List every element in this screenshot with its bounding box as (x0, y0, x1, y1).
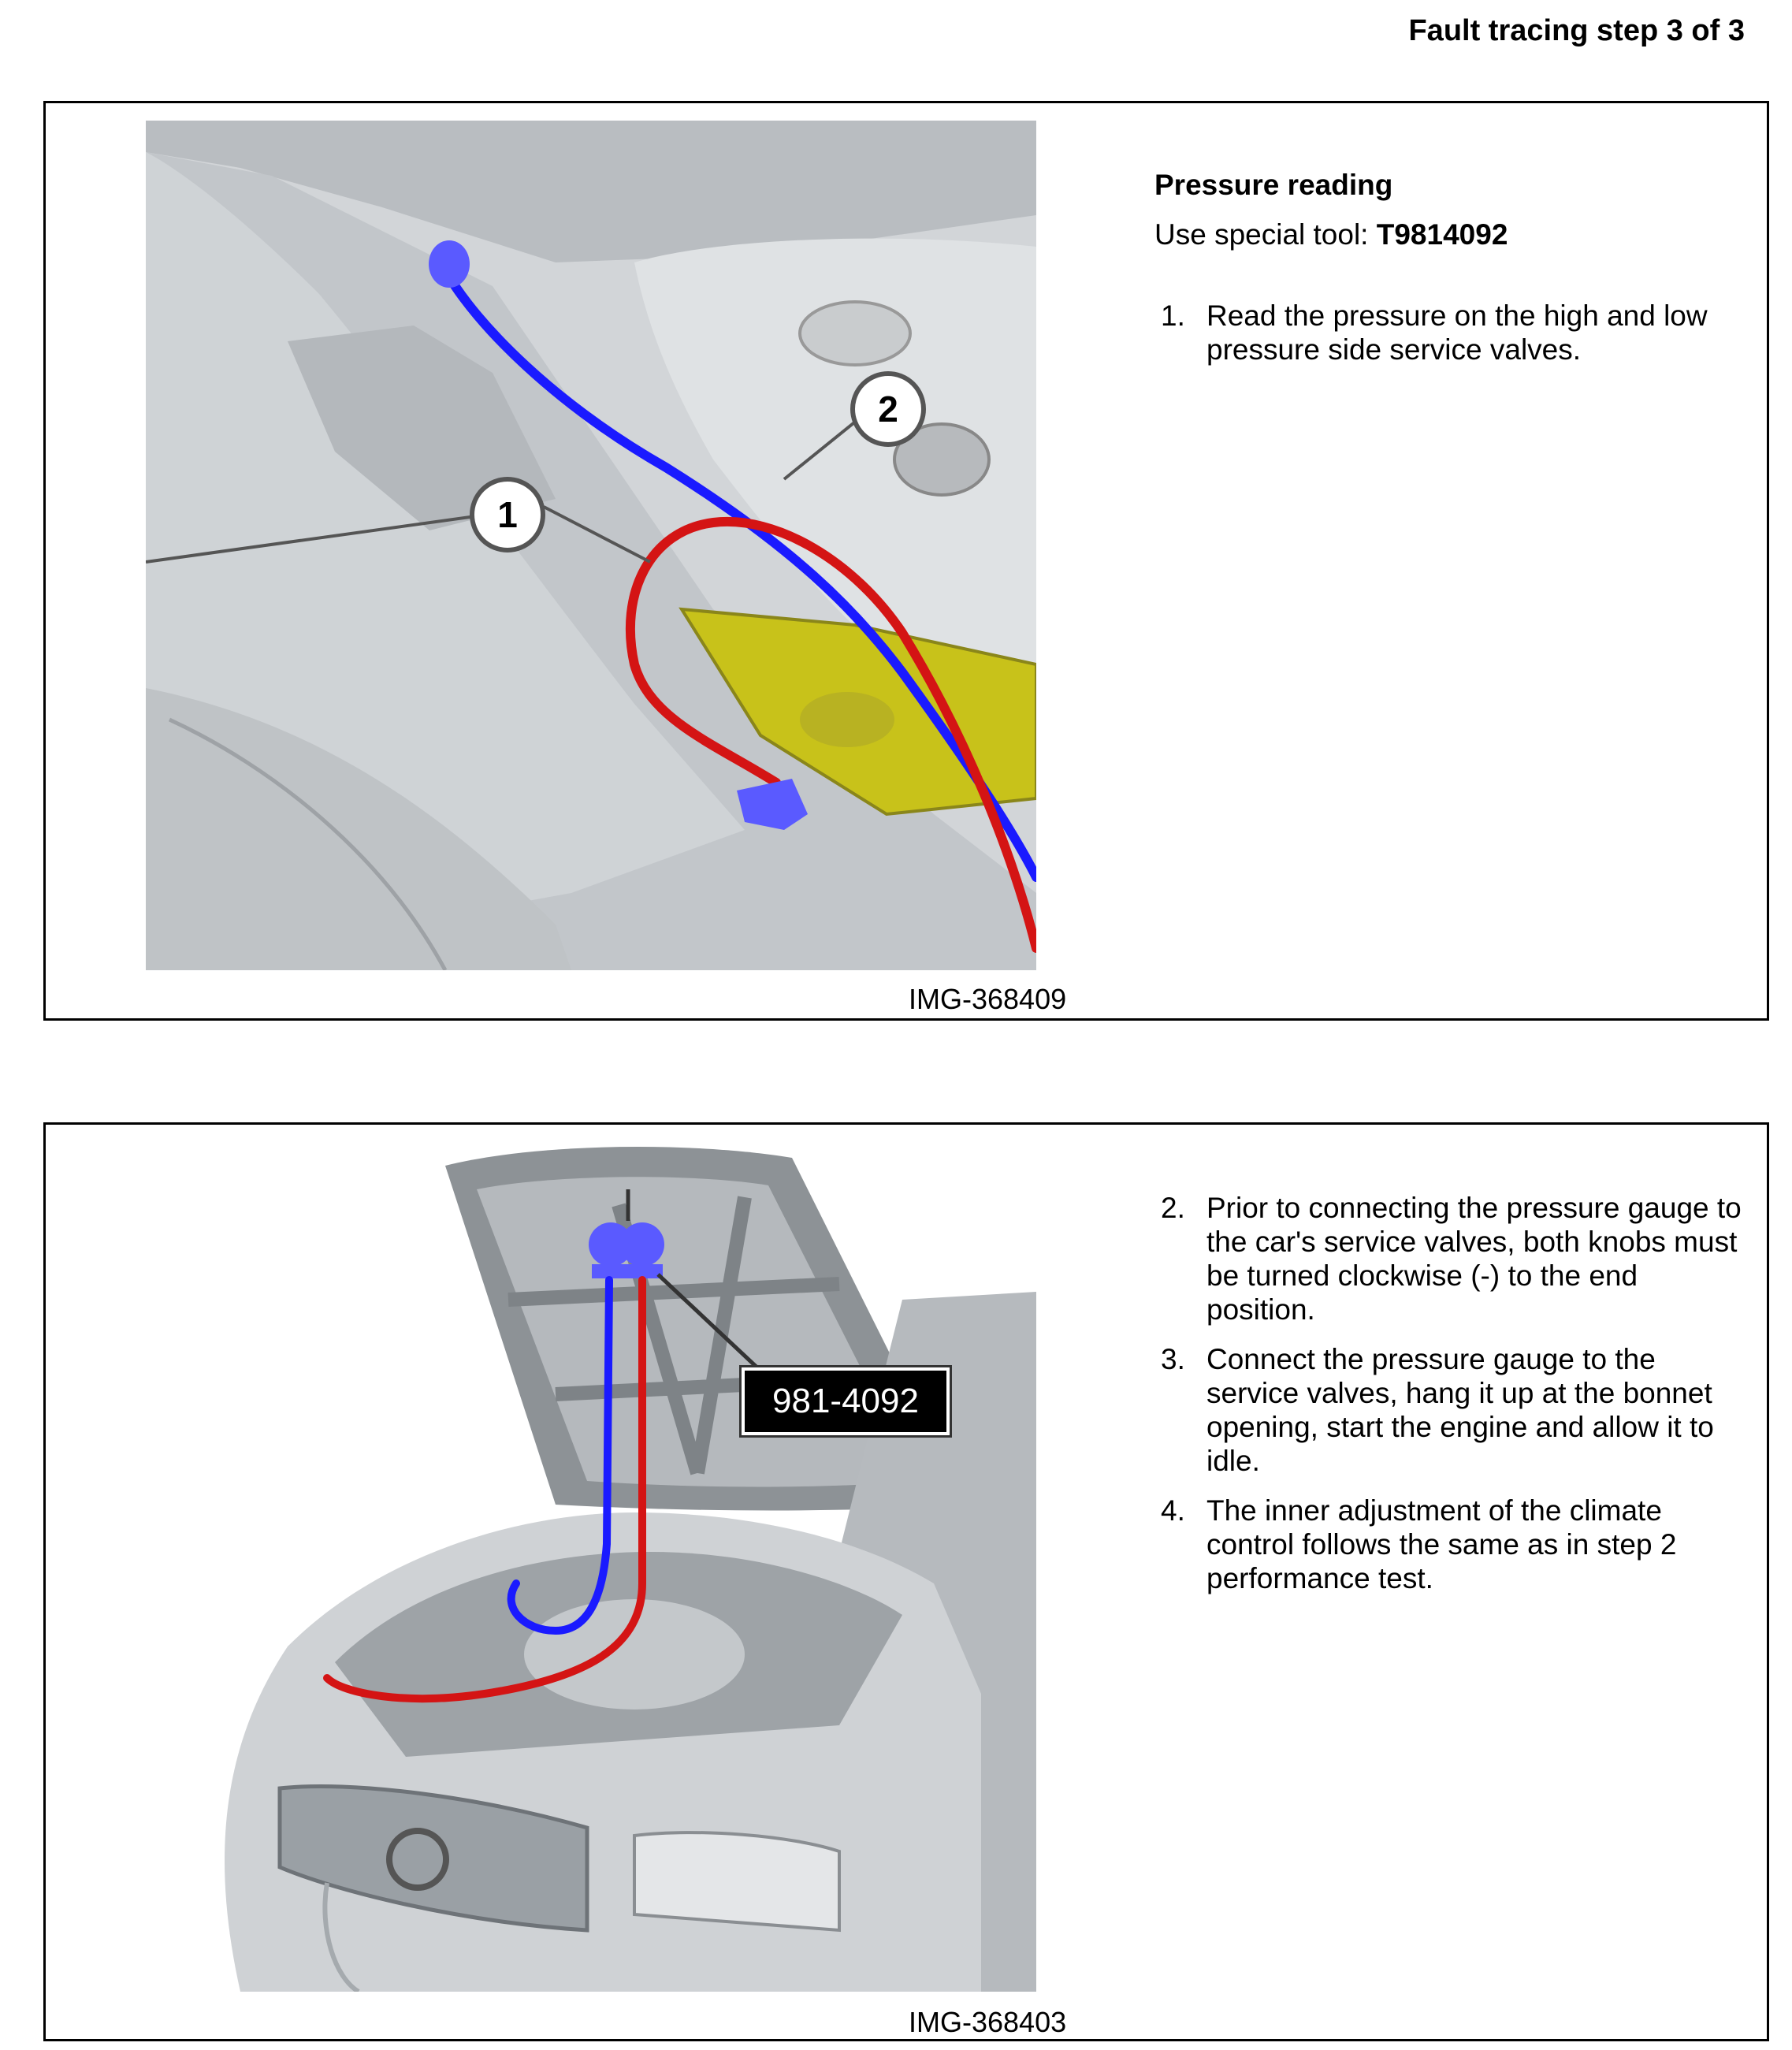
special-tool-number: T9814092 (1376, 218, 1508, 251)
car-front-drawing (146, 1142, 1036, 1992)
engine-bay-drawing (146, 121, 1036, 970)
tool-label-box: 981-4092 (739, 1365, 952, 1438)
steps-list: 1. Read the pressure on the high and low… (1154, 299, 1753, 366)
image-id: IMG-368403 (909, 2006, 1067, 2038)
step-number: 4. (1161, 1494, 1185, 1527)
callout-1-label: 1 (497, 494, 518, 535)
callout-2-label: 2 (878, 389, 898, 430)
figure-panel-pressure-reading: 1 2 IMG-368409 Pressure reading Use spec… (43, 101, 1769, 1021)
step-text: The inner adjustment of the climate cont… (1206, 1494, 1677, 1594)
list-item: 2. Prior to connecting the pressure gaug… (1154, 1191, 1753, 1326)
step-text: Read the pressure on the high and low pr… (1206, 300, 1708, 366)
figure-panel-gauge-connection: 981-4092 IMG-368403 2. Prior to connecti… (43, 1122, 1769, 2041)
list-item: 1. Read the pressure on the high and low… (1154, 299, 1753, 366)
tool-label: 981-4092 (772, 1382, 919, 1420)
step-text: Connect the pressure gauge to the servic… (1206, 1343, 1714, 1477)
section-title: Pressure reading (1154, 169, 1393, 201)
page-title: Fault tracing step 3 of 3 (1408, 14, 1745, 47)
callout-1: 1 (470, 477, 545, 552)
engine-bay-illustration: 1 2 (146, 121, 1036, 970)
image-id: IMG-368409 (909, 983, 1067, 1015)
steps-list: 2. Prior to connecting the pressure gaug… (1154, 1191, 1753, 1595)
step-number: 2. (1161, 1192, 1185, 1224)
special-tool-line: Use special tool: T9814092 (1154, 218, 1753, 251)
callout-2: 2 (850, 371, 926, 447)
step-number: 1. (1161, 300, 1185, 332)
instructions-column: Pressure reading Use special tool: T9814… (1154, 168, 1753, 382)
list-item: 4. The inner adjustment of the climate c… (1154, 1494, 1753, 1595)
step-number: 3. (1161, 1343, 1185, 1375)
step-text: Prior to connecting the pressure gauge t… (1206, 1192, 1742, 1326)
special-tool-prefix: Use special tool: (1154, 218, 1369, 251)
instructions-column: 2. Prior to connecting the pressure gaug… (1154, 1191, 1753, 1611)
car-front-illustration: 981-4092 (146, 1142, 1036, 1992)
list-item: 3. Connect the pressure gauge to the ser… (1154, 1342, 1753, 1478)
